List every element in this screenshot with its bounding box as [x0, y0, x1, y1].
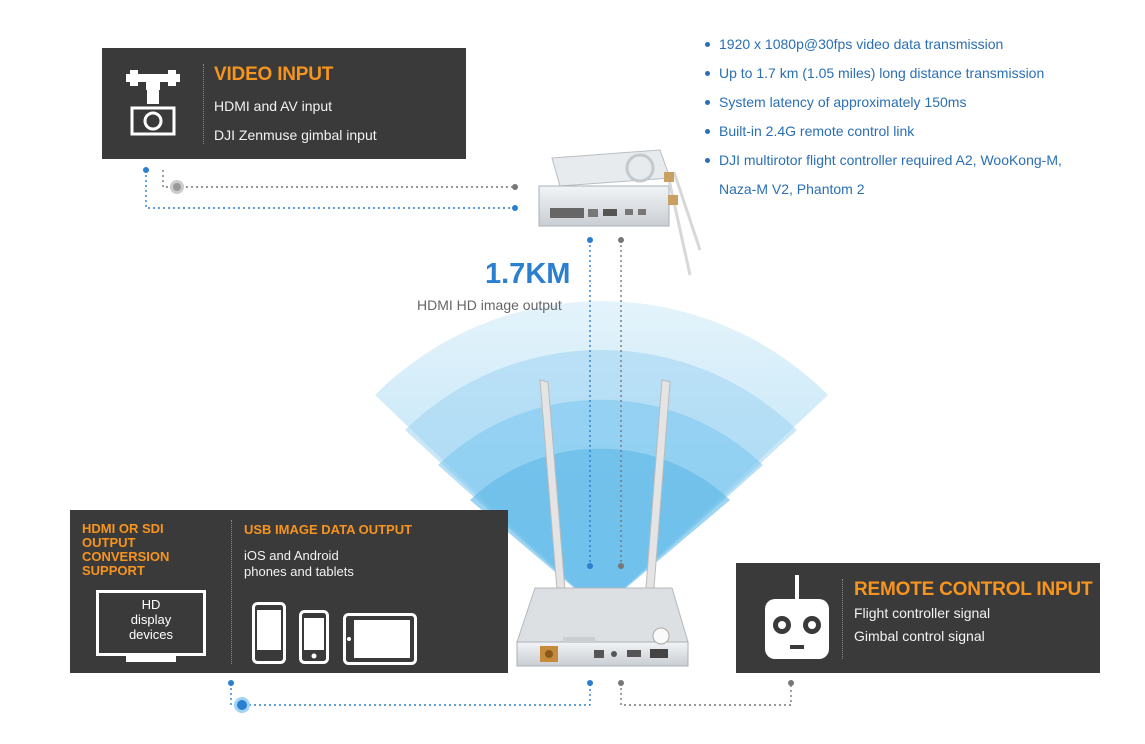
- remote-controller-icon: [765, 575, 829, 659]
- distance-value: 1.7KM: [485, 258, 571, 290]
- monitor-label: HD display devices: [96, 597, 206, 642]
- remote-divider: [842, 579, 843, 659]
- feature-item: Built-in 2.4G remote control link: [703, 117, 1123, 146]
- output-conversion-title: HDMI OR SDI OUTPUT CONVERSION SUPPORT: [82, 522, 169, 578]
- video-input-panel: VIDEO INPUT HDMI and AV input DJI Zenmus…: [102, 48, 466, 159]
- video-input-title: VIDEO INPUT: [214, 64, 334, 85]
- tablet-icon: [343, 613, 417, 665]
- remote-control-line-1: Flight controller signal: [854, 605, 991, 621]
- feature-item: 1920 x 1080p@30fps video data transmissi…: [703, 30, 1123, 59]
- remote-control-line-2: Gimbal control signal: [854, 628, 985, 644]
- small-phone-icon: [299, 610, 329, 664]
- connector-lines: [145, 170, 792, 706]
- feature-item: System latency of approximately 150ms: [703, 88, 1123, 117]
- remote-control-panel: REMOTE CONTROL INPUT Flight controller s…: [736, 563, 1100, 673]
- video-input-line-2: DJI Zenmuse gimbal input: [214, 127, 377, 143]
- output-conversion-title-line: CONVERSION: [82, 549, 170, 564]
- feature-item: Up to 1.7 km (1.05 miles) long distance …: [703, 59, 1123, 88]
- connector-dots: [143, 167, 794, 713]
- usb-output-line-1: iOS and Android: [244, 548, 339, 563]
- monitor-icon: [96, 590, 206, 656]
- monitor-stand-icon: [126, 656, 176, 662]
- remote-control-title: REMOTE CONTROL INPUT: [854, 579, 1093, 600]
- air-unit-device: [538, 149, 702, 276]
- monitor-label-line: devices: [128, 627, 174, 642]
- video-input-divider: [203, 64, 204, 144]
- ground-station-device: [516, 379, 689, 667]
- distance-caption: HDMI HD image output: [417, 297, 562, 313]
- output-conversion-title-line: SUPPORT: [82, 563, 145, 578]
- output-conversion-title-line: OUTPUT: [82, 535, 136, 550]
- output-conversion-title-line: HDMI OR SDI: [82, 521, 164, 536]
- usb-output-line-2: phones and tablets: [244, 564, 354, 579]
- feature-list: 1920 x 1080p@30fps video data transmissi…: [703, 30, 1123, 204]
- output-panel: HDMI OR SDI OUTPUT CONVERSION SUPPORT HD…: [70, 510, 508, 673]
- smartphone-icon: [252, 602, 286, 664]
- feature-item-continued: Naza-M V2, Phantom 2: [719, 181, 865, 197]
- signal-fan: [375, 301, 828, 610]
- feature-item: DJI multirotor flight controller require…: [703, 146, 1123, 175]
- monitor-label-line: display: [130, 612, 172, 627]
- monitor-label-line: HD: [141, 597, 161, 612]
- video-input-line-1: HDMI and AV input: [214, 98, 333, 114]
- usb-output-title: USB IMAGE DATA OUTPUT: [244, 522, 413, 537]
- gimbal-camera-icon: [126, 70, 180, 136]
- output-divider: [231, 520, 232, 664]
